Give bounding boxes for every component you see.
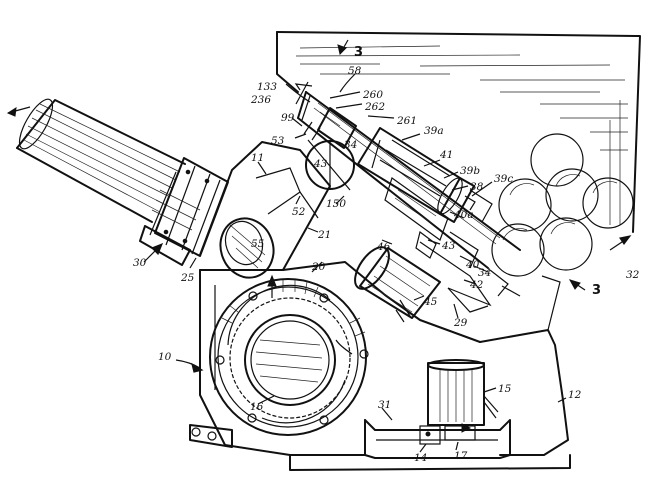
hopper [276, 31, 641, 233]
label-29: 29 [453, 317, 468, 329]
label-133: 133 [257, 81, 277, 93]
label-43-bottom: 43 [441, 240, 456, 252]
label-43-top: 43 [313, 158, 328, 170]
section-marker-top: 3 [354, 45, 363, 60]
label-31: 31 [378, 399, 391, 411]
label-34-bottom: 34 [478, 267, 491, 279]
label-260: 260 [362, 89, 383, 101]
label-39c: 39c [494, 173, 513, 185]
label-39a: 39a [424, 125, 444, 137]
label-15: 15 [498, 383, 512, 395]
label-99: 99 [281, 112, 295, 124]
feed-ball [305, 139, 355, 191]
label-39b: 39b [460, 165, 480, 177]
label-58: 58 [348, 65, 362, 77]
lower-slot [419, 241, 521, 313]
label-16: 16 [250, 401, 264, 413]
label-20: 20 [311, 261, 326, 273]
label-38: 38 [470, 181, 484, 193]
label-53: 53 [271, 135, 285, 147]
label-262: 262 [364, 101, 385, 113]
label-40: 40 [465, 259, 480, 271]
actuator-cylinder [357, 127, 493, 269]
section-marker-bottom: 3 [592, 283, 601, 298]
label-30: 30 [133, 257, 147, 269]
label-236: 236 [250, 94, 271, 106]
blower-housing [209, 274, 369, 436]
label-25: 25 [180, 272, 195, 284]
label-14: 14 [414, 452, 427, 464]
main-housing [189, 141, 571, 471]
label-46: 46 [376, 241, 391, 253]
valve-unit [364, 359, 511, 459]
label-55: 55 [251, 238, 265, 250]
section-lines [337, 39, 586, 291]
balls [491, 133, 634, 277]
discharge-barrel [6, 98, 229, 266]
label-41: 41 [439, 149, 453, 161]
label-21: 21 [317, 229, 331, 241]
label-40a: 40a [453, 209, 474, 221]
label-45: 45 [423, 296, 438, 308]
label-261: 261 [396, 115, 417, 127]
reference-labels: 3 3 58 133 236 260 262 261 99 39a 53 11 … [133, 45, 640, 464]
label-12: 12 [568, 389, 582, 401]
leader-lines [143, 73, 632, 453]
label-150: 150 [326, 198, 346, 210]
label-17: 17 [454, 450, 468, 462]
motor [354, 246, 441, 323]
label-52: 52 [292, 206, 306, 218]
label-42: 42 [469, 279, 484, 291]
inlet-throat [219, 167, 319, 279]
label-32: 32 [626, 269, 640, 281]
label-34-top: 34 [344, 139, 357, 151]
label-10: 10 [158, 351, 172, 363]
label-11: 11 [251, 152, 264, 164]
